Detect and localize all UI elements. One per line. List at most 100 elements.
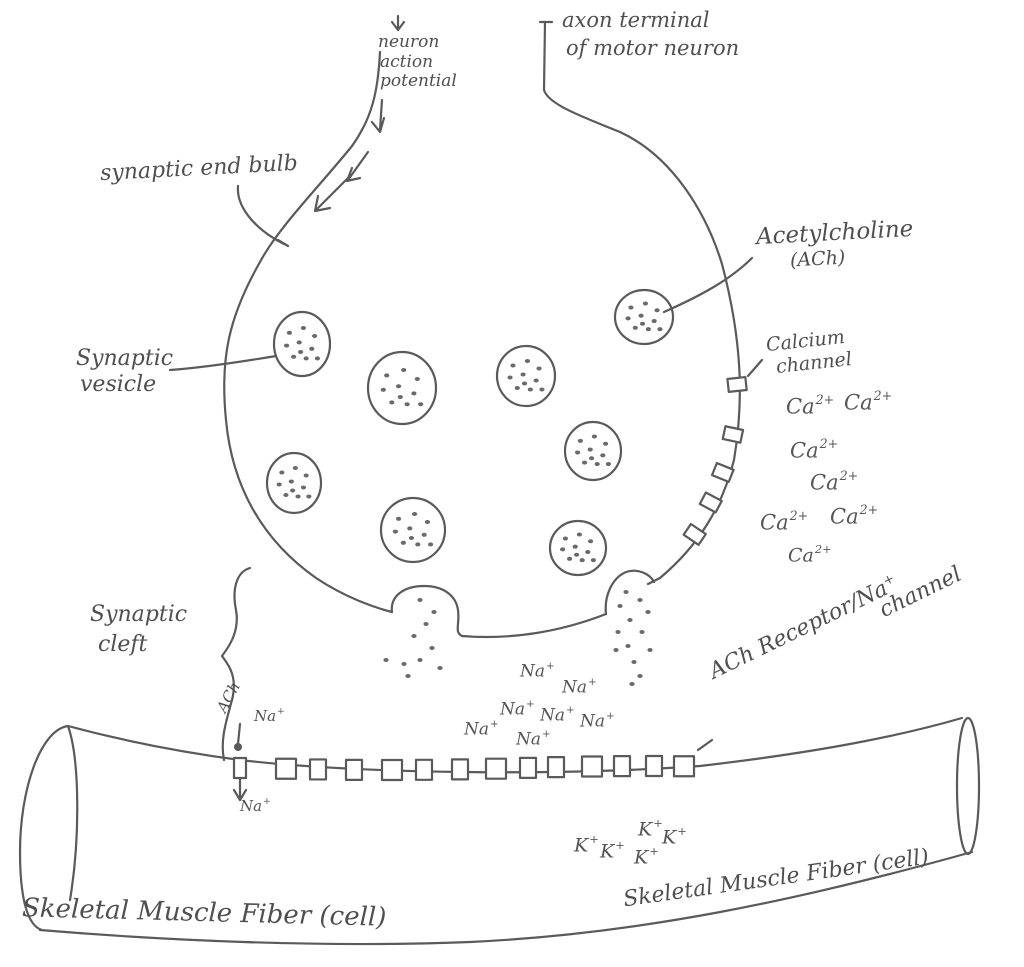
label-line: potential xyxy=(380,71,457,91)
ion-base: K xyxy=(638,818,653,841)
ach-dot xyxy=(431,610,437,614)
ach-dot xyxy=(507,375,513,380)
ach-dot xyxy=(292,466,298,470)
ach-dot xyxy=(617,604,623,608)
ach-dot xyxy=(642,301,649,306)
ach-dot xyxy=(639,630,645,634)
ach-receptor-channel xyxy=(310,759,326,779)
ach-dot xyxy=(412,512,418,516)
vesicle xyxy=(497,346,555,406)
ach-dot xyxy=(588,539,594,544)
ach-dot xyxy=(296,340,302,345)
leader-ach-receptor xyxy=(698,740,712,750)
ion-base: Ca xyxy=(760,510,789,535)
leader-small-ach xyxy=(238,724,240,744)
ach-dot xyxy=(295,494,301,499)
ach-dot xyxy=(594,462,600,467)
ach-dot xyxy=(414,377,420,381)
ion-ca: Ca2+ xyxy=(810,468,859,495)
ion-base: Ca xyxy=(788,544,814,567)
acetylcholine-dots xyxy=(276,301,663,686)
ion-charge: + xyxy=(277,707,285,717)
ach-dot xyxy=(654,308,660,313)
ach-dot xyxy=(288,479,294,484)
ion-charge: 2+ xyxy=(819,436,839,451)
ach-dot xyxy=(600,453,606,458)
ion-na: Na+ xyxy=(540,705,575,725)
vesicle xyxy=(565,422,621,480)
ach-receptor-channel xyxy=(416,760,432,780)
ion-charge: + xyxy=(649,844,659,858)
ach-dot xyxy=(579,558,585,563)
vesicle xyxy=(381,498,445,562)
ion-charge: 2+ xyxy=(789,508,809,523)
calcium-channel xyxy=(723,426,743,442)
ion-base: Ca xyxy=(810,470,839,495)
arrow-down-top xyxy=(392,16,404,30)
ion-charge: + xyxy=(653,816,663,830)
ach-dot xyxy=(576,532,583,537)
ach-molecule-bound xyxy=(234,743,242,751)
ion-charge: + xyxy=(566,705,575,716)
ion-charge: + xyxy=(526,699,535,710)
ach-dot xyxy=(405,674,411,678)
ach-dot xyxy=(437,666,443,670)
label-line: cleft xyxy=(98,632,148,657)
ion-base: Na xyxy=(520,661,546,682)
label-line: action xyxy=(380,52,434,72)
ach-dot xyxy=(582,460,588,465)
ach-dot xyxy=(629,682,635,686)
ach-dot xyxy=(300,326,306,330)
ach-dot xyxy=(632,325,638,330)
ach-dot xyxy=(411,391,417,396)
ach-dot xyxy=(613,648,619,652)
ion-charge: + xyxy=(490,719,499,730)
ach-dot xyxy=(638,313,644,318)
ion-ca: Ca2+ xyxy=(830,503,878,529)
ach-receptor-channel xyxy=(674,756,694,776)
ach-dot xyxy=(400,540,406,545)
ach-receptor-channel xyxy=(486,759,506,779)
ion-charge: 2+ xyxy=(839,468,859,483)
ach-dot xyxy=(276,482,282,487)
ach-dot xyxy=(539,387,545,392)
ach-dot xyxy=(524,359,531,363)
ach-dot xyxy=(423,622,429,626)
ion-charge: + xyxy=(588,677,597,688)
arrow-ap-1 xyxy=(372,100,384,132)
ach-dot xyxy=(637,674,643,678)
ach-dot xyxy=(421,532,427,537)
ach-dot xyxy=(657,327,663,332)
ach-dot xyxy=(384,373,390,378)
ach-dot xyxy=(290,488,296,493)
fiber-left-cap xyxy=(68,726,77,900)
ach-dot xyxy=(590,558,597,563)
ach-dot xyxy=(536,366,542,371)
ach-dot xyxy=(637,598,643,602)
label-line: Synaptic xyxy=(90,602,188,627)
ach-dot xyxy=(585,550,591,555)
arrow-ap-3 xyxy=(315,178,348,211)
ion-base: Ca xyxy=(786,394,815,419)
ach-dot xyxy=(284,343,290,348)
ach-receptor-channel xyxy=(614,756,630,776)
action-potential-arrows xyxy=(315,16,404,211)
ach-dot xyxy=(392,529,398,534)
ion-na: Na+ xyxy=(520,661,555,682)
ion-base: Na xyxy=(580,711,606,732)
ion-charge: + xyxy=(589,832,599,846)
ach-dot xyxy=(560,547,566,552)
ach-dot xyxy=(389,400,395,405)
leader-ach xyxy=(664,258,752,312)
ion-base: Na xyxy=(464,719,490,740)
ion-base: Ca xyxy=(830,504,859,529)
ach-dot xyxy=(615,630,621,634)
ach-receptor-channels xyxy=(234,756,694,780)
ach-dot xyxy=(527,387,533,392)
ion-charge: + xyxy=(606,711,615,722)
ach-receptor-channel xyxy=(346,760,362,780)
ach-dot xyxy=(300,485,307,490)
ach-dot xyxy=(575,450,581,455)
ach-dot xyxy=(510,363,516,368)
ach-dot xyxy=(514,386,520,390)
